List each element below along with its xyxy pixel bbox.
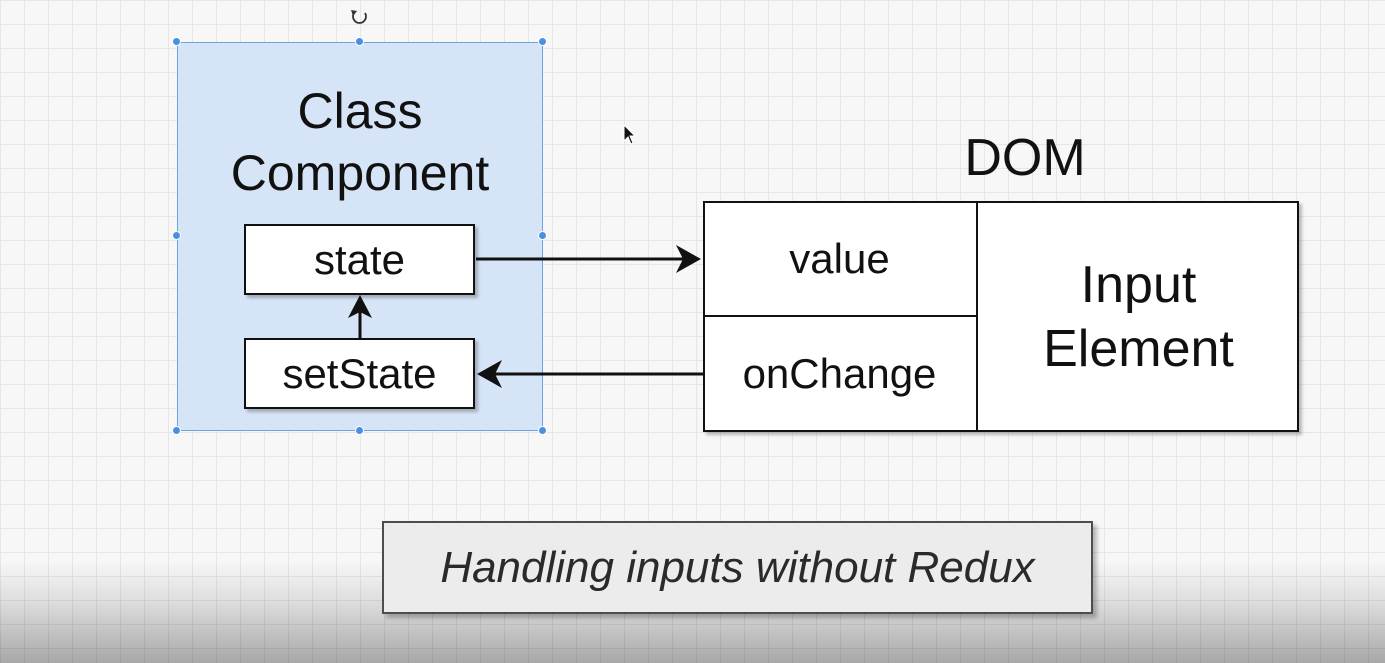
onchange-label: onChange [742,350,937,397]
selection-handle-middle-left[interactable] [172,231,181,240]
selection-handle-middle-right[interactable] [538,231,547,240]
arrowhead-state-to-value [676,245,701,273]
mouse-cursor-icon [623,123,637,145]
dom-title: DOM [964,129,1086,187]
rotate-handle-icon [351,10,367,24]
setstate-box[interactable]: setState [244,338,475,409]
caption-text: Handling inputs without Redux [440,542,1035,592]
state-box[interactable]: state [244,224,475,295]
selection-handle-top-middle[interactable] [355,37,364,46]
selection-handle-top-right[interactable] [538,37,547,46]
value-label: value [789,235,890,282]
input-element-label: Input Element [1043,256,1234,378]
value-cell[interactable]: value [703,203,976,315]
selection-handle-bottom-left[interactable] [172,426,181,435]
caption-box: Handling inputs without Redux [382,521,1093,614]
selection-handle-bottom-right[interactable] [538,426,547,435]
state-label: state [313,235,406,283]
onchange-cell[interactable]: onChange [703,317,976,431]
selection-handle-bottom-middle[interactable] [355,426,364,435]
input-element-divider-horizontal [703,315,978,317]
arrowhead-onchange-to-setstate [477,360,502,388]
setstate-label: setState [282,349,437,397]
arrowhead-setstate-to-state [348,295,372,318]
selection-handle-top-left[interactable] [172,37,181,46]
class-component-title: Class Component [230,83,490,201]
